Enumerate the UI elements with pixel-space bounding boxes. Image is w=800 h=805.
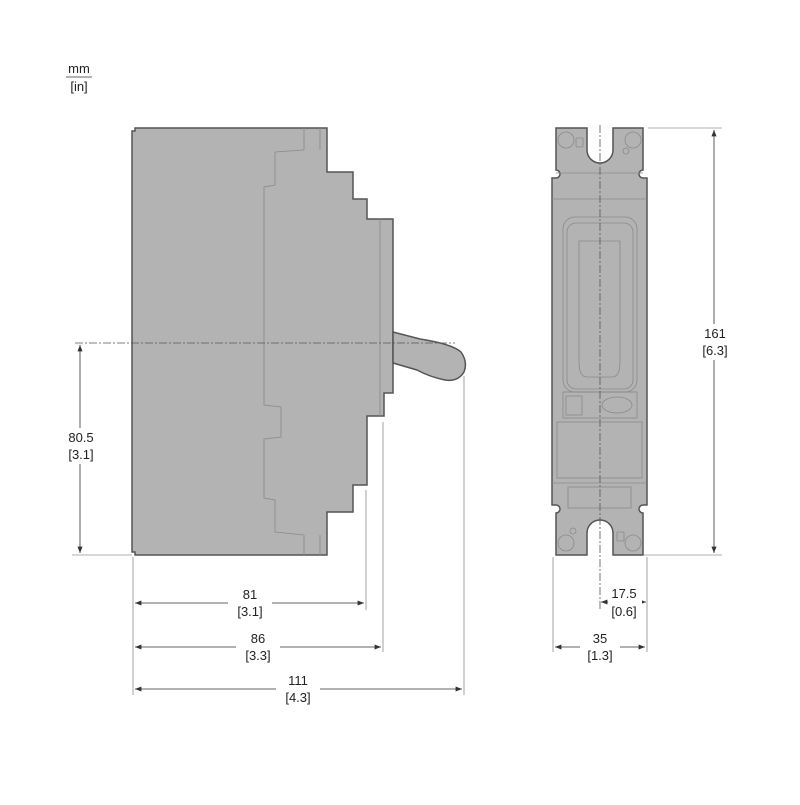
side-handle bbox=[392, 331, 467, 382]
dim-body-depth-in: [3.1] bbox=[237, 604, 262, 619]
dim-center-height-mm: 80.5 bbox=[68, 430, 93, 445]
side-body bbox=[131, 127, 394, 556]
dim-cover-depth-in: [3.3] bbox=[245, 648, 270, 663]
dim-half-width-in: [0.6] bbox=[611, 604, 636, 619]
units-primary: mm bbox=[68, 61, 90, 76]
dim-width-in: [1.3] bbox=[587, 648, 612, 663]
dim-width-mm: 35 bbox=[593, 631, 607, 646]
dim-center-height-in: [3.1] bbox=[68, 447, 93, 462]
dim-height-mm: 161 bbox=[704, 326, 726, 341]
dim-cover-depth-mm: 86 bbox=[251, 631, 265, 646]
side-view: 80.5 [3.1] 81 [3.1] 86 [3.3] 111 [4.3] bbox=[60, 127, 467, 707]
label-bg bbox=[228, 585, 272, 621]
front-body bbox=[551, 127, 648, 556]
label-bg bbox=[276, 671, 320, 707]
label-bg bbox=[608, 584, 642, 620]
label-bg bbox=[694, 324, 736, 360]
side-inner-profile bbox=[263, 128, 381, 555]
units-legend: mm [in] bbox=[66, 61, 92, 94]
dim-overall-depth-mm: 111 bbox=[288, 673, 308, 688]
units-secondary: [in] bbox=[70, 79, 87, 94]
front-view: 161 [6.3] 17.5 [0.6] 35 [1.3] bbox=[551, 125, 736, 665]
dim-height-in: [6.3] bbox=[702, 343, 727, 358]
label-bg bbox=[236, 629, 280, 665]
label-bg bbox=[60, 428, 102, 464]
label-bg bbox=[580, 629, 620, 665]
dim-body-depth-mm: 81 bbox=[243, 587, 257, 602]
dim-overall-depth-in: [4.3] bbox=[285, 690, 310, 705]
dim-half-width-mm: 17.5 bbox=[611, 586, 636, 601]
